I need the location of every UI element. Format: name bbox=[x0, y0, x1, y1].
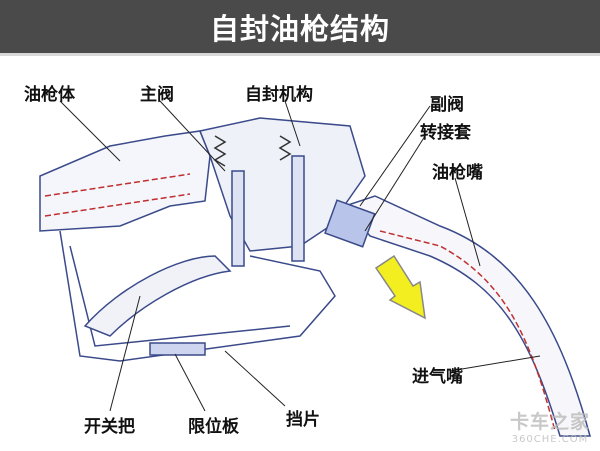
main-valve-stem bbox=[231, 170, 245, 267]
title-bar: 自封油枪结构 bbox=[0, 0, 600, 56]
label-baffle: 挡片 bbox=[286, 410, 320, 430]
label-adapter-sleeve: 转接套 bbox=[420, 123, 471, 143]
gun-body-shape bbox=[39, 130, 211, 232]
watermark: 卡车之家 360CHE.COM bbox=[510, 407, 590, 445]
label-nozzle-spout: 油枪嘴 bbox=[432, 163, 483, 183]
barrel-inner bbox=[44, 173, 191, 217]
nozzle-diagram bbox=[39, 100, 591, 437]
label-limit-plate: 限位板 bbox=[188, 417, 239, 437]
label-main-valve: 主阀 bbox=[140, 85, 174, 105]
page-title: 自封油枪结构 bbox=[209, 11, 390, 46]
label-gun-body: 油枪体 bbox=[24, 85, 75, 105]
label-air-inlet: 进气嘴 bbox=[412, 367, 463, 387]
watermark-site: 360CHE.COM bbox=[511, 434, 589, 445]
spring bbox=[213, 135, 292, 167]
label-aux-valve: 副阀 bbox=[430, 95, 464, 115]
aux-valve-shape bbox=[324, 199, 376, 248]
self-seal-stem bbox=[291, 155, 305, 262]
trigger-lever bbox=[83, 255, 232, 337]
handle-guard bbox=[59, 230, 336, 362]
label-trigger: 开关把 bbox=[84, 417, 135, 437]
label-self-seal: 自封机构 bbox=[245, 85, 313, 105]
highlight-arrow bbox=[374, 254, 426, 320]
leader-lines bbox=[59, 100, 541, 412]
limit-plate-shape bbox=[149, 342, 206, 356]
watermark-brand: 卡车之家 bbox=[509, 411, 590, 433]
spout-inner bbox=[379, 230, 556, 432]
